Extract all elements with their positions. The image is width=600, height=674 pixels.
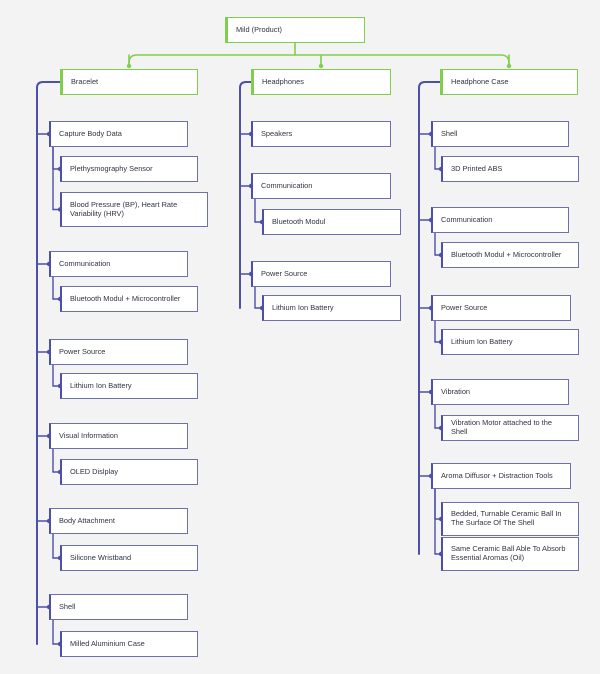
column-2-group-2-label: Power Source (441, 302, 488, 312)
connector-curve (128, 54, 510, 64)
column-0-group-1[interactable]: Communication (49, 251, 188, 277)
column-2-title-label: Headphone Case (451, 76, 509, 86)
column-0-group-1-label: Communication (59, 258, 111, 268)
column-2-group-0-label: Shell (441, 128, 458, 138)
column-1-group-1-label: Communication (261, 180, 313, 190)
column-0-group-3-item-0[interactable]: OLED Dislplay (60, 459, 198, 485)
column-1-group-1-item-0[interactable]: Bluetooth Modul (262, 209, 401, 235)
column-0-group-0-item-1-label: Blood Pressure (BP), Heart Rate Variabil… (70, 199, 178, 218)
column-0-group-4-label: Body Attachment (59, 515, 115, 525)
column-0-group-0-item-1[interactable]: Blood Pressure (BP), Heart Rate Variabil… (60, 192, 208, 227)
column-2-title[interactable]: Headphone Case (440, 69, 578, 95)
column-0-group-4-item-0[interactable]: Silicone Wristband (60, 545, 198, 571)
column-2-group-4-item-1-label: Same Ceramic Ball Able To Absorb Essenti… (451, 544, 566, 562)
column-2-group-4-item-1[interactable]: Same Ceramic Ball Able To Absorb Essenti… (441, 537, 579, 571)
column-1-group-0-label: Speakers (261, 128, 293, 138)
column-2-group-0[interactable]: Shell (431, 121, 569, 147)
column-2-group-1[interactable]: Communication (431, 207, 569, 233)
column-0-group-0-item-0[interactable]: Plethysmography Sensor (60, 156, 198, 182)
column-1-group-2-item-0[interactable]: Lithium Ion Battery (262, 295, 401, 321)
column-2-group-0-item-0-label: 3D Printed ABS (451, 163, 503, 173)
connector-curve (239, 81, 252, 309)
column-0-group-2-label: Power Source (59, 346, 106, 356)
column-0-group-5-label: Shell (59, 601, 76, 611)
column-0-group-5-item-0-label: Milled Aluminium Case (70, 638, 145, 648)
column-0-group-3-label: Visual Information (59, 430, 119, 440)
column-2-group-4-label: Aroma Diffusor + Distraction Tools (441, 470, 553, 480)
column-2-group-4-item-0[interactable]: Bedded, Turnable Ceramic Ball In The Sur… (441, 502, 579, 536)
column-0-group-5[interactable]: Shell (49, 594, 188, 620)
column-0-title[interactable]: Bracelet (60, 69, 198, 95)
column-2-group-3-item-0-label: Vibration Motor attached to the Shell (451, 418, 552, 436)
column-0-group-1-item-0[interactable]: Bluetooth Modul + Microcontroller (60, 286, 198, 312)
root-node[interactable]: Mild (Product) (225, 17, 365, 43)
connector-dot (126, 63, 132, 69)
column-1-title-label: Headphones (262, 76, 304, 86)
column-0-title-label: Bracelet (71, 76, 99, 86)
column-0-group-5-item-0[interactable]: Milled Aluminium Case (60, 631, 198, 657)
column-0-group-0-label: Capture Body Data (59, 128, 122, 138)
column-0-group-1-item-0-label: Bluetooth Modul + Microcontroller (70, 293, 181, 303)
column-2-group-3[interactable]: Vibration (431, 379, 569, 405)
column-2-group-1-label: Communication (441, 214, 493, 224)
column-2-group-3-item-0[interactable]: Vibration Motor attached to the Shell (441, 415, 579, 441)
root-node-label: Mild (Product) (236, 24, 282, 34)
column-2-group-2-item-0[interactable]: Lithium Ion Battery (441, 329, 579, 355)
column-2-group-3-label: Vibration (441, 386, 471, 396)
column-1-group-2-label: Power Source (261, 268, 308, 278)
column-2-group-2[interactable]: Power Source (431, 295, 571, 321)
column-1-group-1-item-0-label: Bluetooth Modul (272, 216, 326, 226)
column-0-group-0[interactable]: Capture Body Data (49, 121, 188, 147)
column-1-title[interactable]: Headphones (251, 69, 391, 95)
connector-dot (318, 63, 324, 69)
column-1-group-0[interactable]: Speakers (251, 121, 391, 147)
column-0-group-3[interactable]: Visual Information (49, 423, 188, 449)
column-0-group-2[interactable]: Power Source (49, 339, 188, 365)
column-2-group-4-item-0-label: Bedded, Turnable Ceramic Ball In The Sur… (451, 509, 562, 527)
column-0-group-3-item-0-label: OLED Dislplay (70, 466, 119, 476)
column-2-group-4[interactable]: Aroma Diffusor + Distraction Tools (431, 463, 571, 489)
column-1-group-2-item-0-label: Lithium Ion Battery (272, 302, 334, 312)
column-2-group-1-item-0[interactable]: Bluetooth Modul + Microcontroller (441, 242, 579, 268)
column-0-group-4-item-0-label: Silicone Wristband (70, 552, 132, 562)
column-0-group-2-item-0[interactable]: Lithium Ion Battery (60, 373, 198, 399)
column-2-group-1-item-0-label: Bluetooth Modul + Microcontroller (451, 249, 562, 259)
column-1-group-2[interactable]: Power Source (251, 261, 391, 287)
column-2-group-2-item-0-label: Lithium Ion Battery (451, 336, 513, 346)
column-0-group-2-item-0-label: Lithium Ion Battery (70, 380, 132, 390)
column-0-group-0-item-0-label: Plethysmography Sensor (70, 163, 153, 173)
column-0-group-4[interactable]: Body Attachment (49, 508, 188, 534)
connector-dot (506, 63, 512, 69)
column-1-group-1[interactable]: Communication (251, 173, 391, 199)
column-2-group-0-item-0[interactable]: 3D Printed ABS (441, 156, 579, 182)
